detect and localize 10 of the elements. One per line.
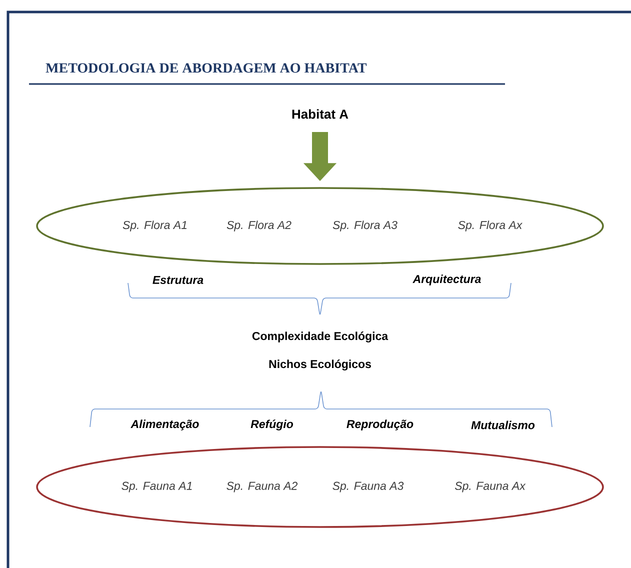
concept-label: Complexidade Ecológica xyxy=(252,332,388,342)
title: METODOLOGIA DE ABORDAGEM AO HABITAT xyxy=(46,63,367,73)
aspect-label: Alimentação xyxy=(130,420,199,430)
aspect-label: Estrutura xyxy=(152,276,204,284)
aspect-label: Reprodução xyxy=(346,420,414,430)
aspect-label: Arquitectura xyxy=(412,274,481,286)
heading-text: Habitat A xyxy=(292,109,348,119)
aspect-label: Refúgio xyxy=(250,420,294,430)
concept-label: Nichos Ecológicos xyxy=(269,360,371,370)
aspect-label: Mutualismo xyxy=(471,420,535,430)
